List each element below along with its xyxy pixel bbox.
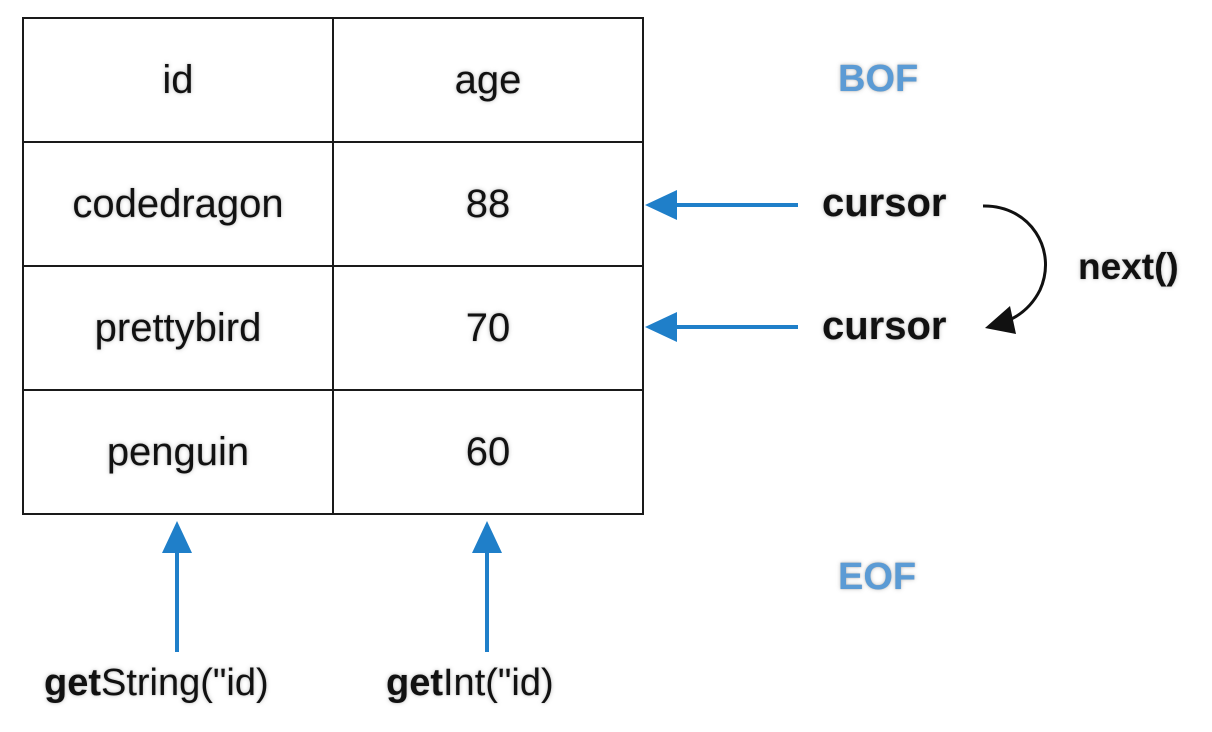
eof-label: EOF	[838, 556, 917, 598]
table-cell-age: 60	[332, 389, 644, 515]
table-cell-age: 70	[332, 265, 644, 391]
getstring-rest-part: String("id)	[101, 662, 269, 704]
bof-marker: BOF	[838, 58, 918, 101]
result-set-table: id age codedragon 88 prettybird 70 pengu…	[22, 17, 644, 515]
table-row: prettybird 70	[22, 265, 644, 391]
column-header-id: id	[22, 17, 334, 143]
eof-marker: EOF	[838, 556, 916, 599]
table-cell-id: prettybird	[22, 265, 334, 391]
table-header-row: id age	[22, 17, 644, 143]
table-cell-id: penguin	[22, 389, 334, 515]
cursor-label-2: cursor	[822, 304, 947, 348]
column-header-age: age	[332, 17, 644, 143]
getstring-arrow	[162, 521, 192, 652]
table-row: codedragon 88	[22, 141, 644, 267]
getint-rest-part: Int("id)	[443, 662, 554, 704]
cursor-arrow-row2	[645, 312, 798, 342]
next-curved-arrow	[982, 204, 1047, 334]
table-cell-id: codedragon	[22, 141, 334, 267]
getint-arrow	[472, 521, 502, 652]
cursor-arrow-row1	[645, 190, 798, 220]
getint-label: getInt("id)	[386, 662, 554, 705]
table-row: penguin 60	[22, 389, 644, 515]
table-cell-age: 88	[332, 141, 644, 267]
next-method-label: next()	[1078, 246, 1179, 287]
bof-label: BOF	[838, 58, 919, 100]
getstring-label: getString("id)	[44, 662, 269, 705]
getstring-bold-part: get	[44, 662, 101, 704]
cursor-label-1: cursor	[822, 181, 947, 225]
getint-bold-part: get	[386, 662, 443, 704]
